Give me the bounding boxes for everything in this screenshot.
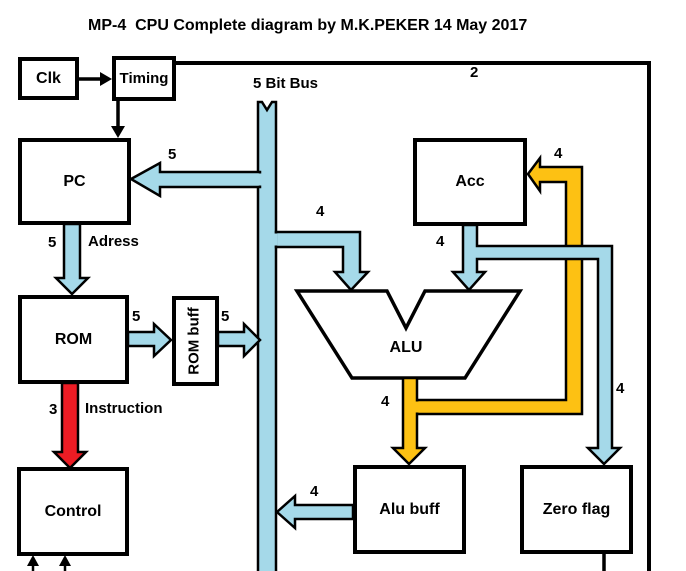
rom-to-rombuff-arrow xyxy=(126,321,173,359)
adress-label: Adress xyxy=(88,233,139,250)
acc-output-arrows xyxy=(450,223,624,466)
acc-to-alu-label: 4 xyxy=(436,233,445,250)
orange-junction-patch xyxy=(414,401,420,413)
alu-buff-label: Alu buff xyxy=(379,500,440,518)
rom-buff-label: ROM buff xyxy=(185,307,203,375)
bus-label: 5 Bit Bus xyxy=(253,75,319,92)
alu-buff-block: Alu buff xyxy=(353,465,466,554)
timing-label: Timing xyxy=(119,70,169,87)
acc-to-zeroflag-label: 4 xyxy=(616,380,625,397)
bus-to-alu-arrow xyxy=(274,230,371,292)
bus-shape xyxy=(256,100,278,571)
alu-to-acc-label: 4 xyxy=(554,145,563,162)
alubuff-to-bus-arrow xyxy=(275,493,355,531)
alu-label: ALU xyxy=(389,339,423,356)
zero-flag-label: Zero flag xyxy=(542,500,611,518)
rom-to-buff-label: 5 xyxy=(132,308,141,325)
control-input-arrowhead-2 xyxy=(59,555,71,566)
buff-to-bus-label: 5 xyxy=(221,308,230,325)
control-block: Control xyxy=(17,467,129,556)
acc-label: Acc xyxy=(455,173,485,190)
rom-to-control-arrow xyxy=(50,381,90,470)
control-label: Control xyxy=(44,502,102,520)
alu-to-alubuff-label: 4 xyxy=(381,393,390,410)
bus-junction-patch-alu xyxy=(261,233,278,246)
rombuff-to-bus-arrow xyxy=(216,320,262,360)
bus-to-pc-arrow xyxy=(128,160,262,199)
clk-block: Clk xyxy=(18,57,79,100)
rom-buff-block xyxy=(172,296,219,386)
pc-block: PC xyxy=(18,138,131,225)
timing-block: Timing xyxy=(112,56,176,101)
diagram-title: MP-4 CPU Complete diagram by M.K.PEKER 1… xyxy=(88,17,528,34)
bus-to-alu-label: 4 xyxy=(316,203,325,220)
clk-label: Clk xyxy=(36,69,61,87)
bus-to-pc-label: 5 xyxy=(168,146,177,163)
pc-to-rom-arrow xyxy=(52,222,92,296)
timing-to-pc-arrowhead xyxy=(111,126,125,138)
alu-shape xyxy=(293,289,524,380)
instruction-label: Instruction xyxy=(85,400,163,417)
timing-wire-label: 2 xyxy=(470,64,479,81)
pc-label: PC xyxy=(63,172,86,190)
timing-feedback-wire xyxy=(175,61,651,571)
alubuff-to-bus-label: 4 xyxy=(310,483,319,500)
bus-junction-patch-pc xyxy=(256,173,275,186)
rom-block: ROM xyxy=(18,295,129,384)
alu-to-alubuff-arrow xyxy=(389,376,429,466)
control-input-arrowhead-1 xyxy=(27,555,39,566)
rom-to-control-bits-label: 3 xyxy=(49,401,58,418)
pc-to-rom-bits-label: 5 xyxy=(48,234,57,251)
zero-flag-block: Zero flag xyxy=(520,465,633,554)
clk-to-timing-arrowhead xyxy=(100,72,112,86)
rom-label: ROM xyxy=(54,330,93,348)
acc-block: Acc xyxy=(413,138,527,226)
